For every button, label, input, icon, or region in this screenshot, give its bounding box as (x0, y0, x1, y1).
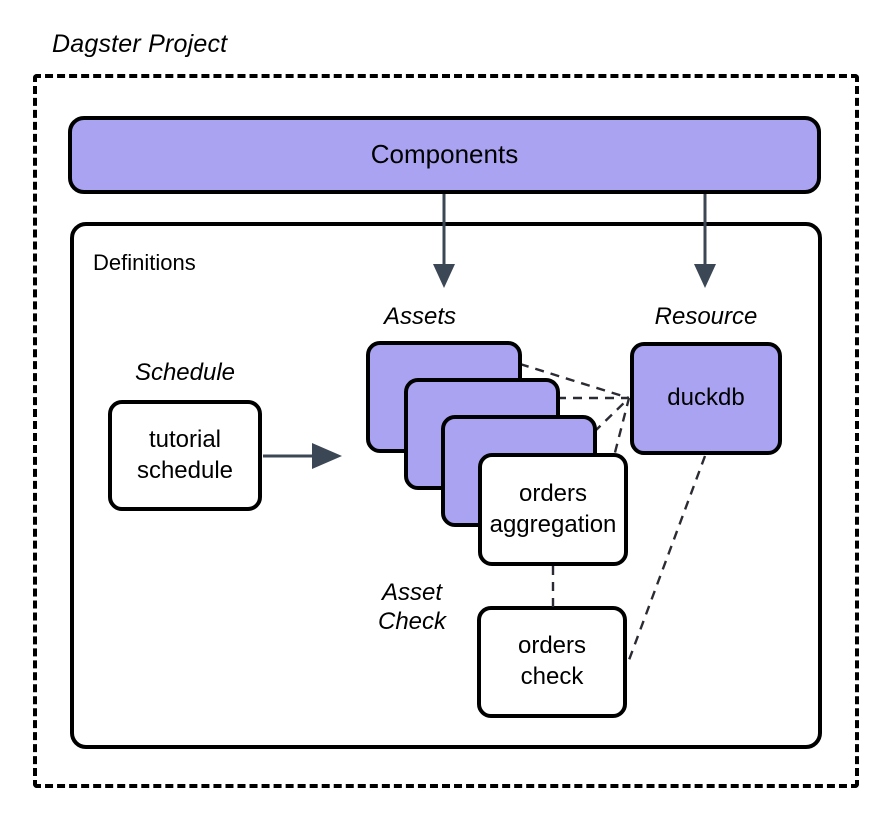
asset-orders-aggregation-node[interactable]: orders aggregation (478, 453, 628, 566)
asset-check-caption-line1: Asset (381, 579, 443, 606)
project-frame (33, 74, 859, 788)
asset-check-caption: Asset Check (356, 578, 468, 637)
asset-check-orders-check-node[interactable]: orders check (477, 606, 627, 718)
schedule-tutorial-node[interactable]: tutorial schedule (108, 400, 262, 511)
asset-check-orders-check-line2: check (520, 663, 584, 690)
definitions-label: Definitions (93, 250, 196, 275)
asset-check-orders-check-label: orders check (518, 631, 586, 692)
asset-orders-aggregation-label: orders aggregation (490, 479, 617, 540)
resource-duckdb-node[interactable]: duckdb (630, 342, 782, 455)
schedule-tutorial-line2: schedule (136, 456, 234, 484)
edge-resource-to-check (627, 455, 707, 661)
asset-orders-aggregation-line1: orders (518, 479, 588, 507)
components-label: Components (370, 139, 519, 170)
asset-check-orders-check-line1: orders (517, 632, 587, 660)
components-node[interactable]: Components (68, 116, 821, 194)
asset-check-caption-line2: Check (377, 608, 447, 636)
resource-duckdb-label: duckdb (667, 384, 745, 412)
schedule-tutorial-label: tutorial schedule (137, 425, 233, 486)
project-title: Dagster Project (52, 30, 228, 58)
assets-caption: Assets (383, 303, 457, 330)
schedule-tutorial-line1: tutorial (148, 425, 222, 453)
asset-orders-aggregation-line2: aggregation (489, 510, 617, 538)
schedule-caption: Schedule (134, 359, 236, 386)
resource-caption: Resource (654, 303, 758, 330)
